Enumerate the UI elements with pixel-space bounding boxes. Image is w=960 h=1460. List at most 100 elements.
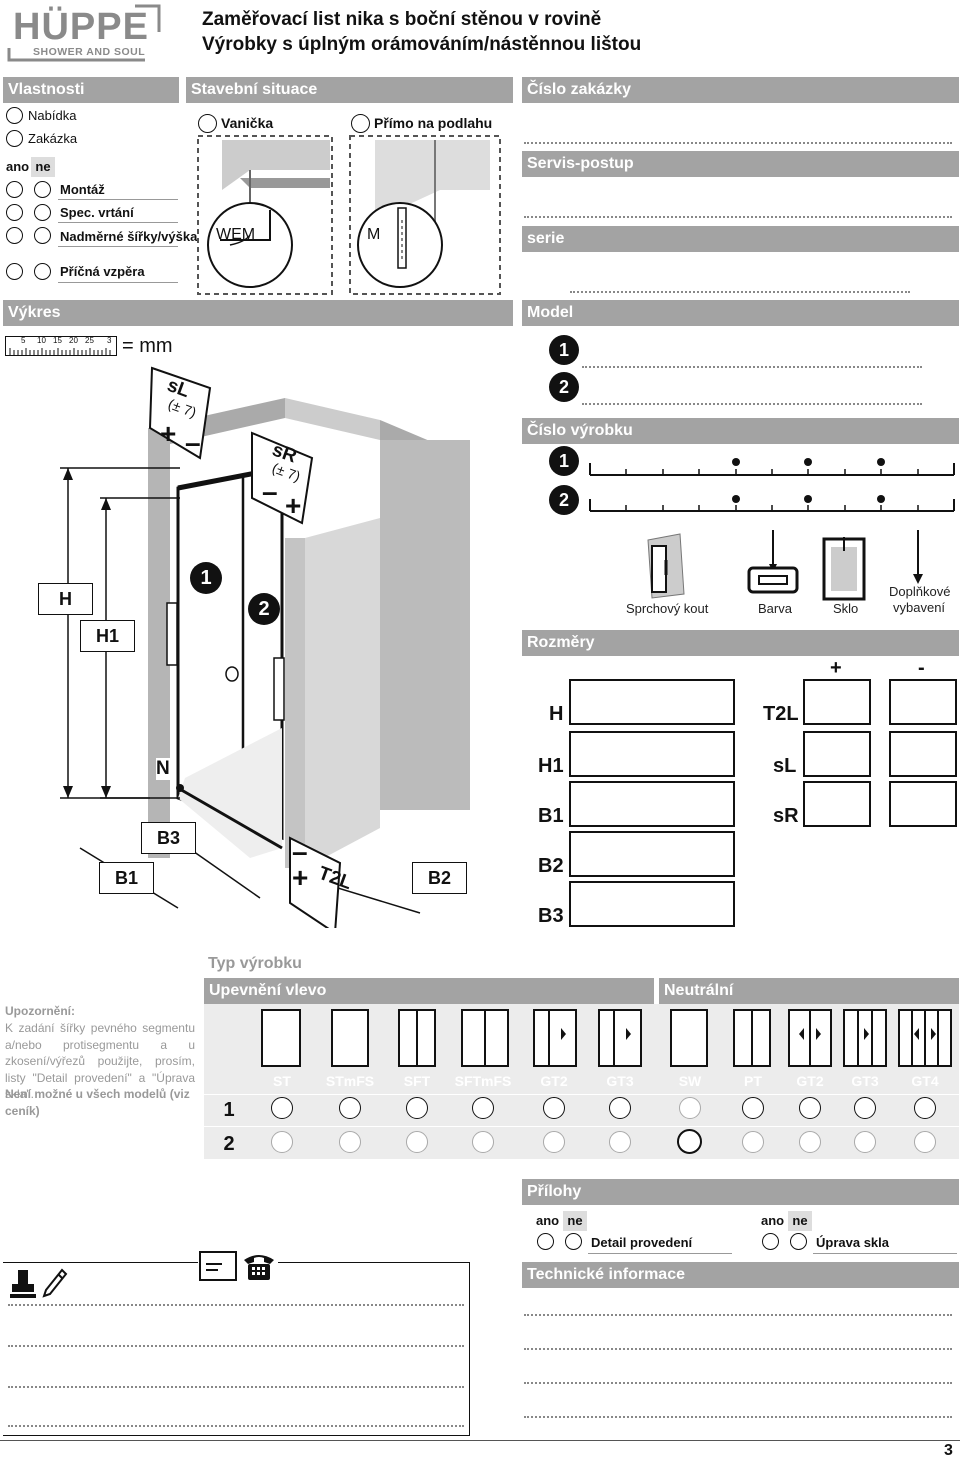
sr-tag-plus: + [285, 490, 302, 521]
nadmerne-ne-radio[interactable] [34, 227, 51, 244]
montaz-ne-radio[interactable] [34, 181, 51, 198]
sklo-icon [822, 537, 866, 601]
logo-tagline: SHOWER AND SOUL [33, 46, 146, 58]
typ-2-gt3-radio[interactable] [609, 1131, 631, 1153]
typ-1-st-radio[interactable] [271, 1097, 293, 1119]
type-label-sftmfs: SFTmFS [454, 1073, 512, 1089]
vanicka-radio[interactable] [198, 114, 217, 133]
prilohy-header: Přílohy [522, 1179, 959, 1205]
sklo-label: Sklo [833, 601, 859, 616]
typ-2-gt2-radio[interactable] [543, 1131, 565, 1153]
rozmer-b3-field[interactable] [569, 881, 735, 927]
typ-vyrobku-title: Typ výrobku [208, 955, 302, 972]
pricna-ano-radio[interactable] [6, 263, 23, 280]
zakazka-label: Zakázka [28, 131, 78, 146]
detail-ne-radio[interactable] [565, 1233, 582, 1250]
type-label-st: ST [273, 1073, 291, 1089]
upozorneni-text: K zadání šířky pevného segmentu a/nebo p… [5, 1021, 195, 1101]
sprchovy-kout-icon [647, 533, 685, 599]
vanicka-label: Vanička [221, 115, 274, 131]
pricna-ne-radio[interactable] [34, 263, 51, 280]
stavebni-illustration [197, 135, 501, 295]
notes-line-4[interactable] [8, 1425, 464, 1427]
technicke-line-2[interactable] [524, 1348, 952, 1350]
ruler-tick-20: 20 [69, 336, 78, 345]
stamp-icon [10, 1270, 36, 1298]
servis-field[interactable] [524, 216, 952, 218]
notes-line-2[interactable] [8, 1345, 464, 1347]
typ-2-sw-radio[interactable] [677, 1129, 702, 1154]
typ-1-sftmfs-radio[interactable] [472, 1097, 494, 1119]
rozmer-h1-label: H1 [538, 755, 564, 777]
vlastnosti-header: Vlastnosti [3, 77, 179, 103]
cislo-vyrobku-field[interactable] [586, 455, 958, 515]
typ-2-gt2r-radio[interactable] [799, 1131, 821, 1153]
rozmer-t2l-minus-field[interactable] [889, 679, 957, 725]
neutralni-header: Neutrální [659, 978, 959, 1004]
sr-tag-minus: – [262, 476, 278, 507]
detail-ano-radio[interactable] [537, 1233, 554, 1250]
typ-2-sft-radio[interactable] [406, 1131, 428, 1153]
phone-icon [244, 1255, 274, 1280]
model-1-field[interactable] [582, 366, 922, 368]
typ-1-gt3-radio[interactable] [609, 1097, 631, 1119]
rozmer-t2l-label: T2L [763, 703, 799, 725]
rozmer-sr-minus-field[interactable] [889, 781, 957, 827]
type-label-gt2-right: GT2 [796, 1073, 824, 1089]
model-2-field[interactable] [582, 403, 922, 405]
spec-vrtani-ne-radio[interactable] [34, 204, 51, 221]
spec-vrtani-ano-radio[interactable] [6, 204, 23, 221]
type-label-sft: SFT [403, 1073, 431, 1089]
rozmer-b1-label: B1 [538, 805, 564, 827]
fax-icon [199, 1251, 237, 1281]
typ-1-gt2-radio[interactable] [543, 1097, 565, 1119]
rozmer-t2l-plus-field[interactable] [803, 679, 871, 725]
notes-line-3[interactable] [8, 1386, 464, 1388]
technicke-line-3[interactable] [524, 1382, 952, 1384]
logo-brand: HÜPPE [13, 6, 149, 48]
dim-b1-box: B1 [99, 862, 154, 894]
serie-field[interactable] [570, 291, 910, 293]
uprava-ne-radio[interactable] [790, 1233, 807, 1250]
ano-ne-header: ano ne [3, 157, 55, 177]
rozmer-sl-plus-field[interactable] [803, 731, 871, 777]
notes-line-1[interactable] [8, 1304, 464, 1306]
typ-row-1-number: 1 [223, 1099, 235, 1121]
serie-header: serie [522, 226, 959, 252]
primo-radio[interactable] [351, 114, 370, 133]
typ-1-gt2r-radio[interactable] [799, 1097, 821, 1119]
typ-2-stmfs-radio[interactable] [339, 1131, 361, 1153]
logo: HÜPPE SHOWER AND SOUL [5, 2, 165, 64]
cislo-zakazky-field[interactable] [524, 142, 952, 144]
montaz-ano-radio[interactable] [6, 181, 23, 198]
technicke-line-1[interactable] [524, 1314, 952, 1316]
upevneni-vlevo-header: Upevnění vlevo [204, 978, 654, 1004]
rozmer-h1-field[interactable] [569, 731, 735, 777]
zakazka-radio[interactable] [6, 130, 23, 147]
typ-1-gt3r-radio[interactable] [854, 1097, 876, 1119]
type-label-pt: PT [744, 1073, 762, 1089]
typ-1-pt-radio[interactable] [742, 1097, 764, 1119]
uprava-ano-radio[interactable] [762, 1233, 779, 1250]
typ-1-gt4-radio[interactable] [914, 1097, 936, 1119]
typ-2-sftmfs-radio[interactable] [472, 1131, 494, 1153]
typ-1-stmfs-radio[interactable] [339, 1097, 361, 1119]
typ-2-gt3r-radio[interactable] [854, 1131, 876, 1153]
spec-vrtani-label: Spec. vrtání [60, 205, 134, 220]
rozmer-sl-minus-field[interactable] [889, 731, 957, 777]
ruler: 5 10 15 20 25 3 [5, 336, 117, 356]
typ-2-pt-radio[interactable] [742, 1131, 764, 1153]
notes-box[interactable] [3, 1262, 470, 1436]
technicke-line-4[interactable] [524, 1416, 952, 1418]
nabidka-radio[interactable] [6, 107, 23, 124]
detail-provedeni-label: Detail provedení [591, 1235, 693, 1250]
rozmer-b1-field[interactable] [569, 781, 735, 827]
typ-1-sft-radio[interactable] [406, 1097, 428, 1119]
nadmerne-ano-radio[interactable] [6, 227, 23, 244]
rozmer-h-field[interactable] [569, 679, 735, 725]
typ-1-sw-radio[interactable] [679, 1097, 701, 1119]
rozmer-b2-field[interactable] [569, 831, 735, 877]
typ-2-st-radio[interactable] [271, 1131, 293, 1153]
rozmer-sr-plus-field[interactable] [803, 781, 871, 827]
typ-2-gt4-radio[interactable] [914, 1131, 936, 1153]
